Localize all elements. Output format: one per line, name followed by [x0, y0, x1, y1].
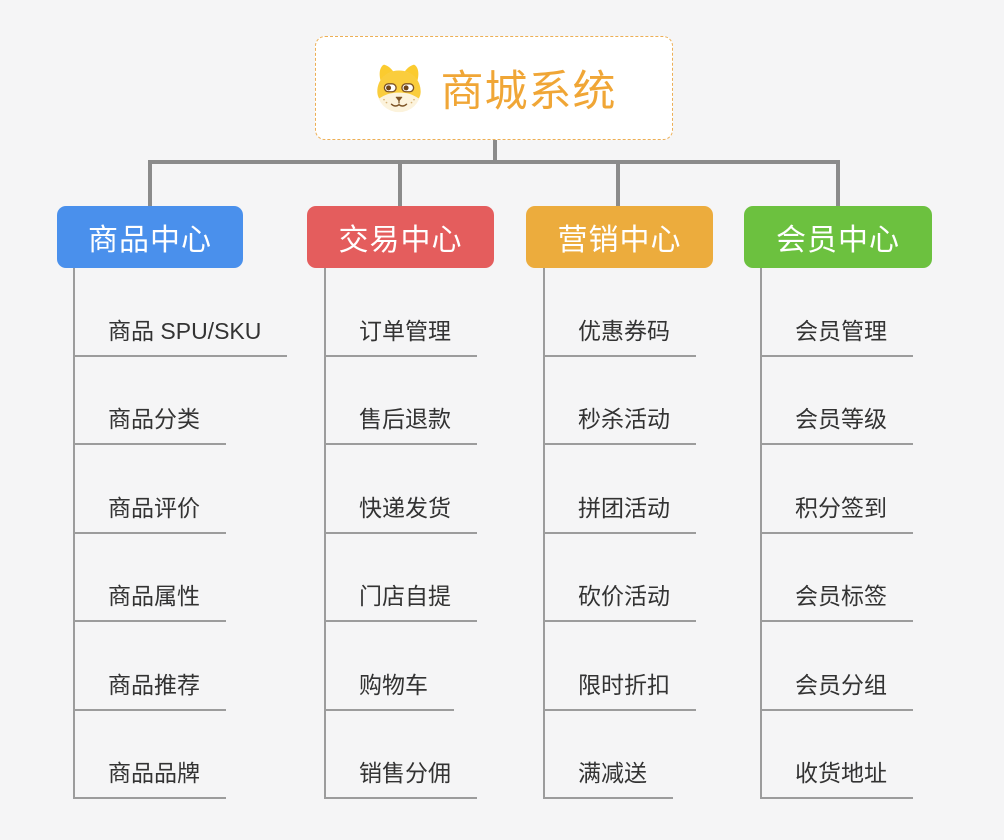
child-topic[interactable]: 会员分组 [762, 666, 913, 711]
child-topic[interactable]: 商品推荐 [75, 666, 226, 711]
child-topic[interactable]: 门店自提 [326, 577, 477, 622]
child-topic[interactable]: 售后退款 [326, 400, 477, 445]
branch-label: 商品中心 [88, 224, 212, 257]
child-slot: 购物车 [326, 622, 477, 711]
child-topic[interactable]: 会员管理 [762, 312, 913, 357]
child-slot: 商品分类 [75, 357, 287, 445]
child-topic[interactable]: 订单管理 [326, 312, 477, 357]
connector-horizontal-bar [148, 160, 840, 164]
connector-drop [148, 160, 152, 208]
branch-children-marketing: 优惠券码 秒杀活动 拼团活动 砍价活动 限时折扣 满减送 [543, 268, 696, 799]
child-slot: 限时折扣 [545, 622, 696, 711]
child-slot: 优惠券码 [545, 268, 696, 357]
branch-children-trade: 订单管理 售后退款 快递发货 门店自提 购物车 销售分佣 [324, 268, 477, 799]
child-topic[interactable]: 会员等级 [762, 400, 913, 445]
child-slot: 门店自提 [326, 534, 477, 622]
child-topic[interactable]: 积分签到 [762, 489, 913, 534]
child-slot: 商品评价 [75, 445, 287, 534]
child-topic[interactable]: 砍价活动 [545, 577, 696, 622]
child-slot: 商品品牌 [75, 711, 287, 799]
child-topic[interactable]: 限时折扣 [545, 666, 696, 711]
child-slot: 积分签到 [762, 445, 913, 534]
child-topic[interactable]: 商品属性 [75, 577, 226, 622]
child-topic[interactable]: 拼团活动 [545, 489, 696, 534]
connector-root-stub [493, 139, 497, 162]
branch-label: 会员中心 [776, 224, 900, 257]
child-slot: 售后退款 [326, 357, 477, 445]
child-topic[interactable]: 商品品牌 [75, 754, 226, 799]
child-topic[interactable]: 商品分类 [75, 400, 226, 445]
child-topic[interactable]: 会员标签 [762, 577, 913, 622]
child-slot: 商品 SPU/SKU [75, 268, 288, 357]
child-slot: 会员等级 [762, 357, 913, 445]
child-topic[interactable]: 秒杀活动 [545, 400, 696, 445]
child-slot: 会员分组 [762, 622, 913, 711]
child-topic[interactable]: 商品 SPU/SKU [75, 312, 288, 357]
child-topic[interactable]: 购物车 [326, 666, 454, 711]
root-title: 商城系统 [440, 68, 617, 116]
branch-children-member: 会员管理 会员等级 积分签到 会员标签 会员分组 收货地址 [760, 268, 913, 799]
child-slot: 收货地址 [762, 711, 913, 799]
child-topic[interactable]: 销售分佣 [326, 754, 477, 799]
child-topic[interactable]: 收货地址 [762, 754, 913, 799]
child-slot: 会员管理 [762, 268, 913, 357]
child-slot: 秒杀活动 [545, 357, 696, 445]
child-topic[interactable]: 快递发货 [326, 489, 477, 534]
child-topic[interactable]: 优惠券码 [545, 312, 696, 357]
branch-label: 营销中心 [557, 224, 682, 257]
branch-node-member-center[interactable]: 会员中心 [744, 206, 932, 268]
child-slot: 销售分佣 [326, 711, 477, 799]
child-topic[interactable]: 商品评价 [75, 489, 226, 534]
child-slot: 商品推荐 [75, 622, 287, 711]
branch-node-marketing-center[interactable]: 营销中心 [526, 206, 713, 268]
child-slot: 砍价活动 [545, 534, 696, 622]
child-slot: 会员标签 [762, 534, 913, 622]
branch-children-product: 商品 SPU/SKU 商品分类 商品评价 商品属性 商品推荐 商品品牌 [73, 268, 288, 799]
connector-drop [398, 160, 402, 208]
child-slot: 满减送 [545, 711, 696, 799]
child-topic[interactable]: 满减送 [545, 754, 673, 799]
child-slot: 拼团活动 [545, 445, 696, 534]
connector-drop [836, 160, 840, 208]
child-slot: 快递发货 [326, 445, 477, 534]
branch-label: 交易中心 [338, 224, 463, 257]
root-node[interactable]: 商城系统 [315, 36, 673, 140]
dog-face-icon [376, 64, 421, 113]
branch-node-trade-center[interactable]: 交易中心 [307, 206, 494, 268]
child-slot: 商品属性 [75, 534, 287, 622]
branch-node-product-center[interactable]: 商品中心 [57, 206, 243, 268]
connector-drop [616, 160, 620, 208]
child-slot: 订单管理 [326, 268, 477, 357]
